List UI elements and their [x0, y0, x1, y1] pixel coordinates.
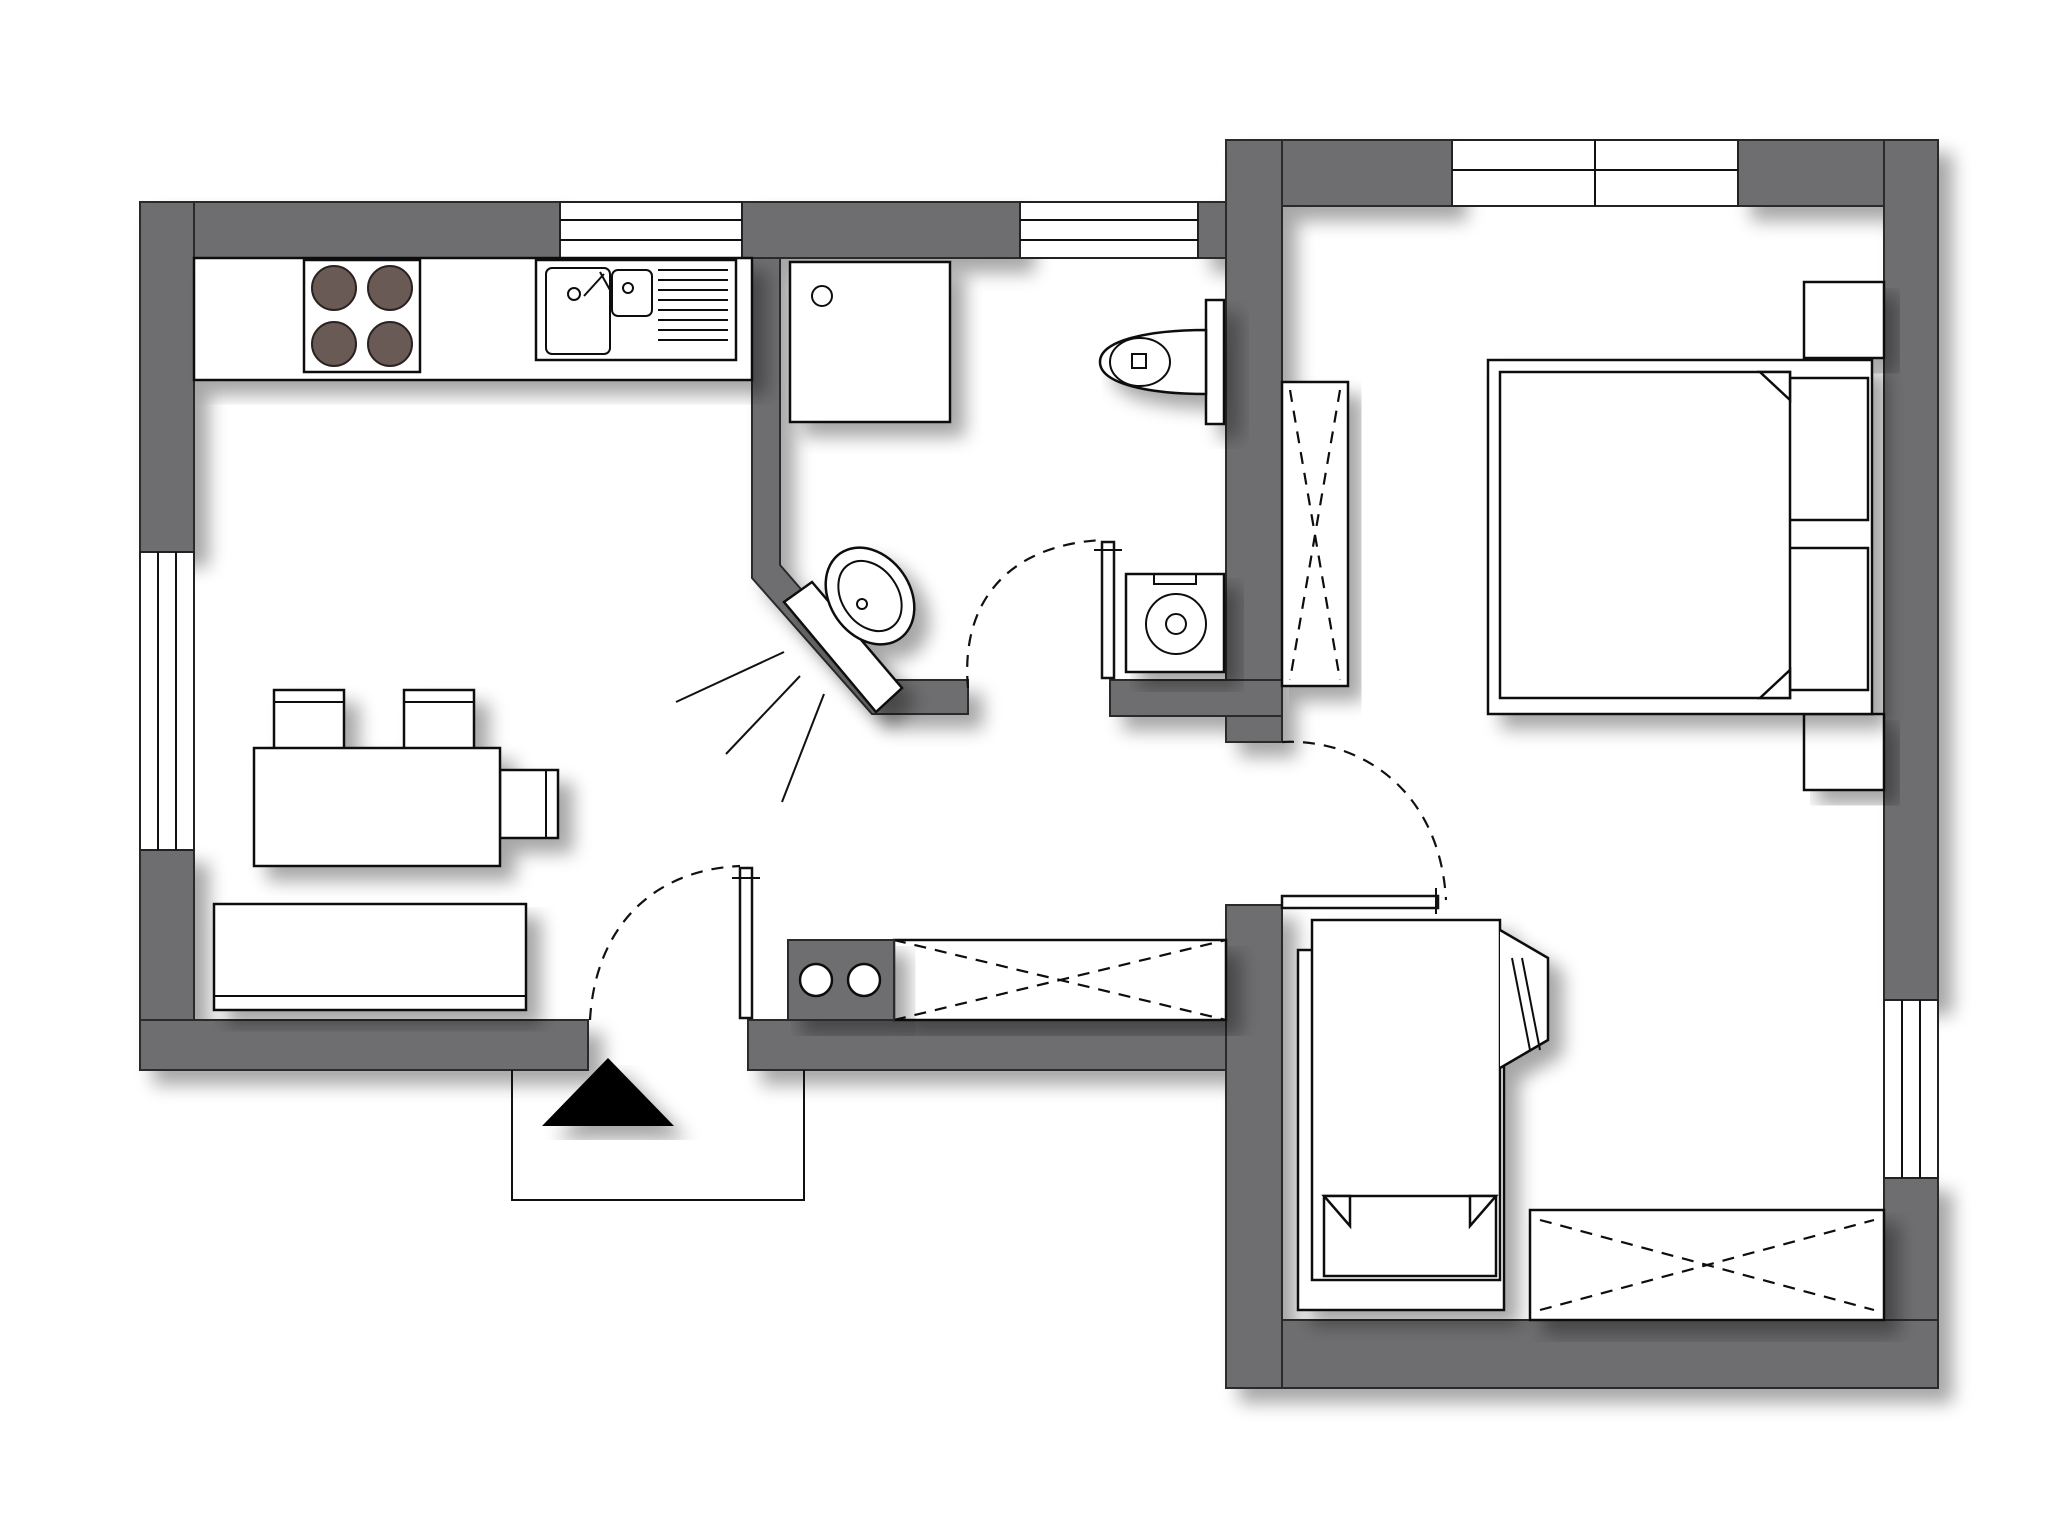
window-bedroom-top — [1451, 139, 1739, 207]
dining-table — [252, 746, 502, 868]
bathroom-door — [966, 538, 1122, 689]
burner-icon — [311, 321, 357, 367]
windows — [139, 139, 1939, 1179]
chair — [498, 768, 560, 840]
drainboard — [658, 269, 728, 341]
shoe-cabinet — [787, 939, 895, 1021]
wall-right-upper — [1883, 139, 1939, 1001]
shower — [788, 260, 952, 424]
light-rays-icon — [675, 651, 825, 803]
bedroom-door — [1280, 740, 1448, 914]
wall-partition-bath-bedroom — [1225, 139, 1283, 743]
wall-top-bath — [1197, 201, 1229, 259]
nightstand — [1802, 712, 1886, 792]
stove — [302, 258, 422, 374]
window-bedroom-right — [1883, 999, 1939, 1179]
window-kitchen-left — [139, 551, 195, 851]
wall-bottom-hall — [747, 1019, 1249, 1071]
washing-machine — [1124, 572, 1226, 674]
entry-door — [588, 864, 760, 1021]
window-kitchen-top — [559, 201, 743, 259]
wall-top-middle — [741, 201, 1021, 259]
washbasin — [782, 546, 916, 714]
entrance-landing — [511, 1058, 805, 1201]
sink — [534, 258, 738, 362]
burner-icon — [367, 265, 413, 311]
dining-set — [252, 688, 560, 868]
entrance-marker-icon — [542, 1058, 674, 1126]
sideboard — [212, 902, 528, 1012]
hall-wardrobe — [892, 938, 1228, 1022]
burner-icon — [367, 321, 413, 367]
nightstand — [1802, 280, 1886, 360]
bedroom-wardrobe-left — [1280, 380, 1350, 688]
wall-left-bedroom-lower — [1225, 904, 1283, 1389]
double-bed — [1486, 358, 1874, 716]
kitchen-counter — [192, 256, 754, 382]
wall-bath-stub — [1109, 679, 1283, 717]
window-bath-top — [1019, 201, 1199, 259]
wall-bottom-kitchen — [139, 1019, 589, 1071]
single-bed — [1296, 918, 1550, 1312]
burner-icon — [311, 265, 357, 311]
toilet — [1098, 298, 1226, 426]
bedroom-wardrobe-bottom — [1528, 1208, 1886, 1322]
wall-left-upper — [139, 201, 195, 553]
wall-top-left — [139, 201, 561, 259]
wall-bottom-bedroom — [1225, 1319, 1939, 1389]
